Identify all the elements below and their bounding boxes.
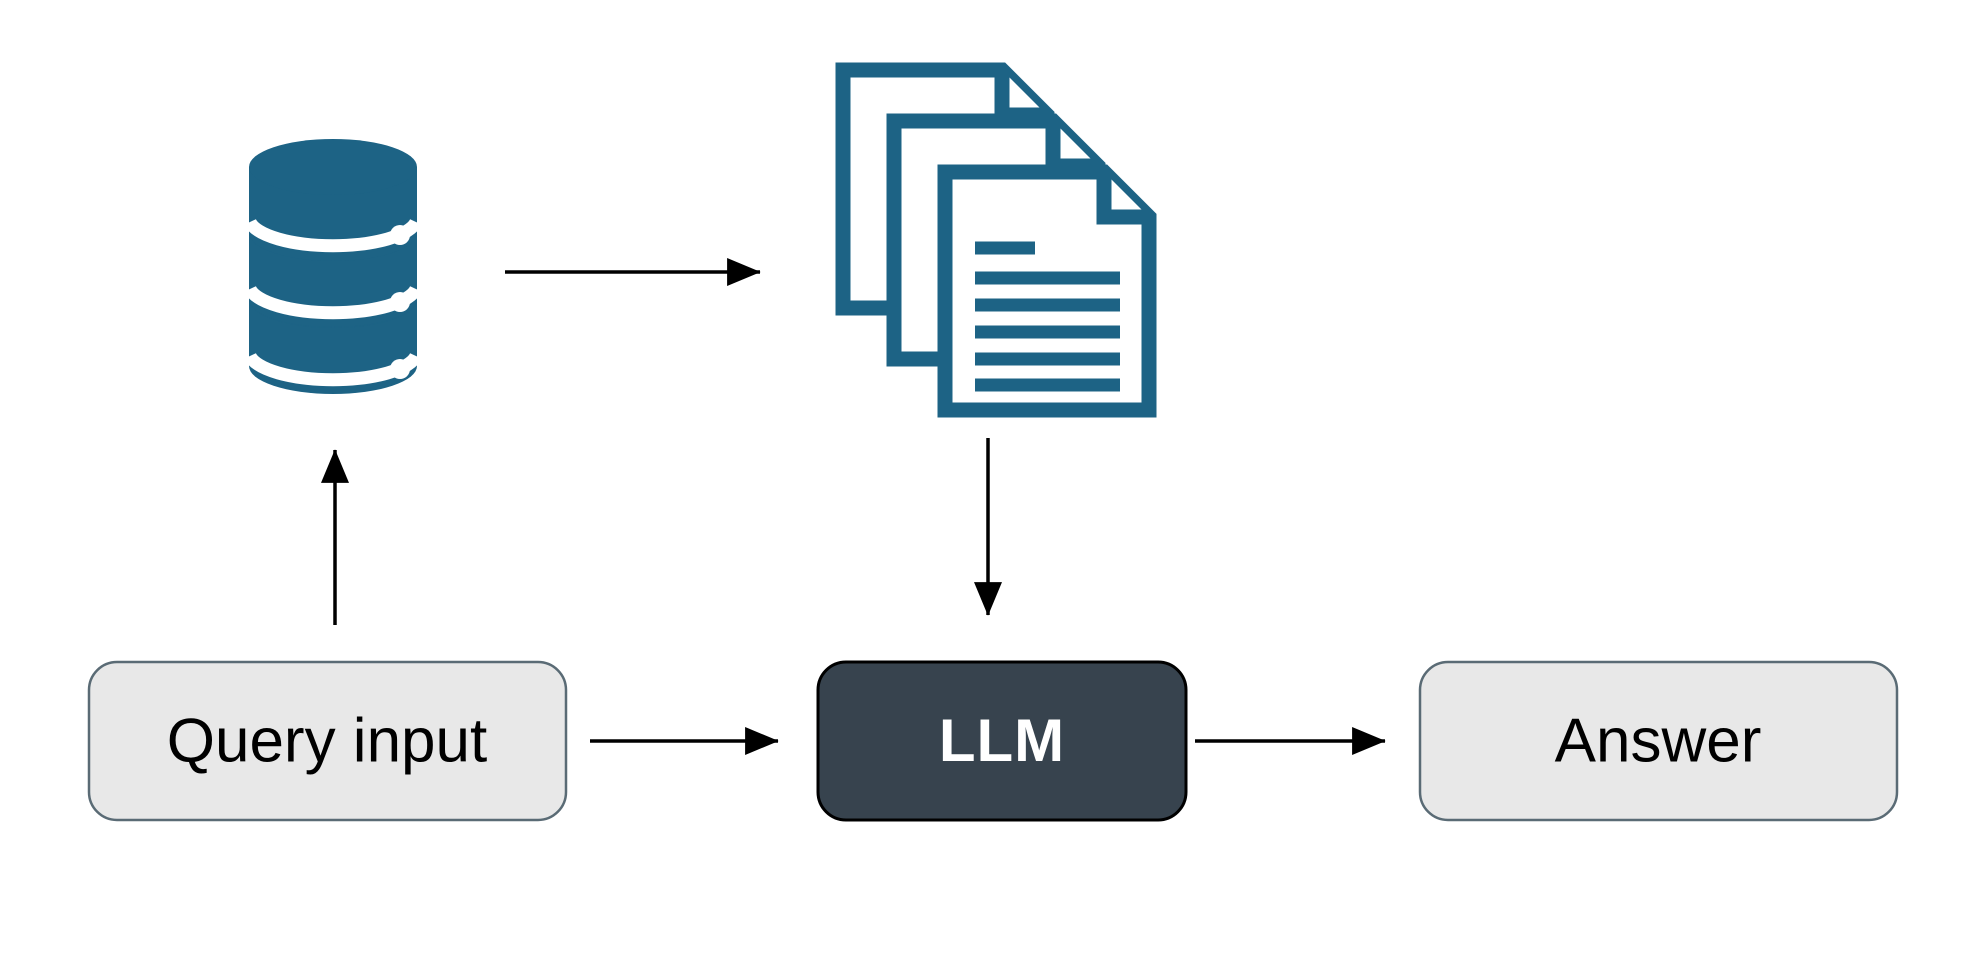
database-status-dot [390, 225, 410, 245]
llm-label: LLM [939, 707, 1065, 774]
edges-layer [321, 258, 1386, 755]
llm-node[interactable]: LLM [816, 660, 1188, 822]
query-input-label: Query input [167, 706, 488, 775]
database-status-dot [390, 359, 410, 379]
query-input-node[interactable]: Query input [87, 660, 568, 822]
query-input-box[interactable] [87, 660, 568, 822]
answer-node[interactable]: Answer [1418, 660, 1899, 822]
answer-box[interactable] [1418, 660, 1899, 822]
database-icon [244, 139, 422, 394]
database-status-dot [390, 292, 410, 312]
llm-box[interactable] [816, 660, 1188, 822]
document-sheet-front [937, 164, 1157, 418]
document-text-lines [975, 241, 1120, 392]
documents-icon [835, 62, 1157, 418]
answer-label: Answer [1555, 706, 1762, 775]
